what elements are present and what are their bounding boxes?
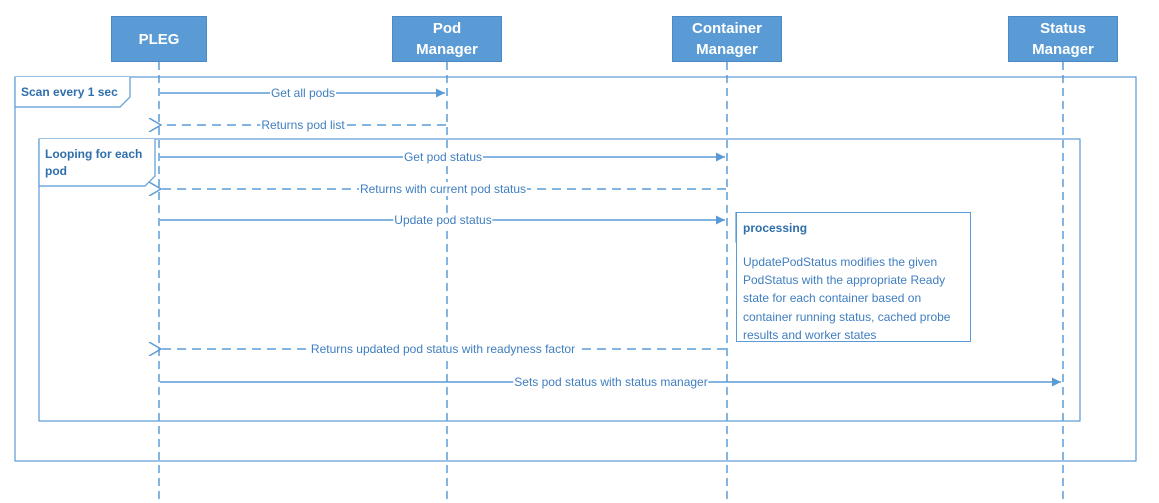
message-label-returns-current-status: Returns with current pod status xyxy=(358,182,528,196)
note-text: UpdatePodStatus modifies the given PodSt… xyxy=(743,255,951,342)
outer-frame-label: Scan every 1 sec xyxy=(21,85,118,99)
outer-loop-frame xyxy=(14,76,1137,462)
lifeline-head-status-manager: Status Manager xyxy=(1008,16,1118,62)
inner-frame-tab xyxy=(38,139,156,187)
note-title: processing xyxy=(743,221,808,235)
message-label-get-pod-status: Get pod status xyxy=(402,150,484,164)
message-label-update-pod-status: Update pod status xyxy=(393,213,493,227)
inner-frame-label: Looping for each pod xyxy=(45,147,143,178)
processing-note: processing UpdatePodStatus modifies the … xyxy=(736,212,971,342)
lifeline-head-pod-manager: Pod Manager xyxy=(392,16,502,62)
outer-frame-tab xyxy=(14,77,131,108)
message-label-returns-pod-list: Returns pod list xyxy=(260,118,346,132)
message-label-get-all-pods: Get all pods xyxy=(269,86,337,100)
message-label-sets-pod-status: Sets pod status with status manager xyxy=(513,375,709,389)
inner-loop-frame xyxy=(38,138,1081,422)
lifeline-head-container-manager: Container Manager xyxy=(672,16,782,62)
message-label-returns-updated-status: Returns updated pod status with readynes… xyxy=(309,342,577,356)
lifeline-head-pleg: PLEG xyxy=(111,16,207,62)
